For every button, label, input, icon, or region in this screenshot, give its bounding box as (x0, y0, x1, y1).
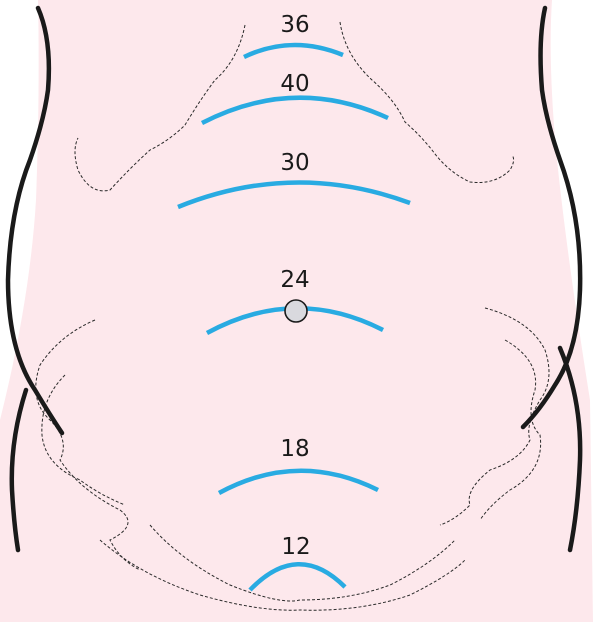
week-label-40: 40 (280, 71, 309, 97)
week-label-36: 36 (280, 12, 309, 38)
week-label-24: 24 (280, 267, 309, 293)
week-label-18: 18 (280, 436, 309, 462)
week-label-30: 30 (280, 150, 309, 176)
week-label-12: 12 (281, 534, 310, 560)
umbilicus-marker (285, 300, 307, 322)
